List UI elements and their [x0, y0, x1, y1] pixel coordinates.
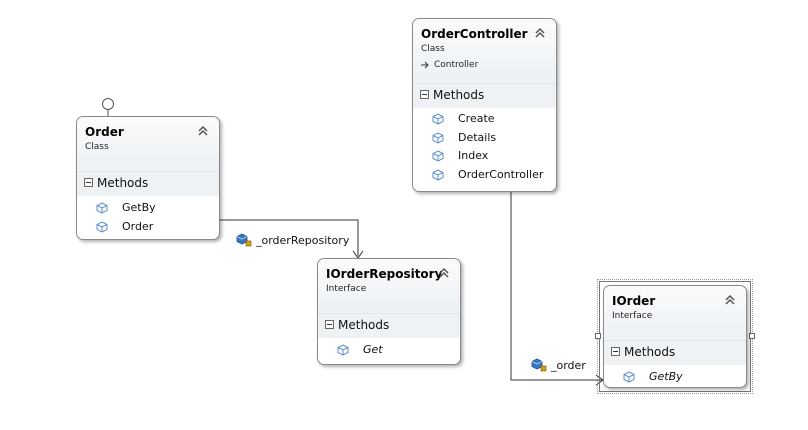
method-cube-icon	[623, 371, 635, 383]
base-class-name: Controller	[434, 60, 479, 70]
member-row[interactable]: Index	[413, 147, 556, 166]
association-label-text: _order	[551, 358, 586, 372]
member-name: GetBy	[649, 370, 683, 383]
inheritance-arrow-icon	[421, 61, 429, 69]
interface-iorderrepository-header: IOrderRepository Interface	[318, 259, 460, 314]
interface-iorderrepository-kind: Interface	[326, 284, 367, 294]
interface-iorder[interactable]: IOrder Interface Methods GetBy	[603, 285, 747, 388]
member-name: Details	[458, 130, 497, 144]
association-order-line[interactable]	[510, 192, 602, 381]
member-name: Order	[122, 219, 154, 233]
methods-compartment-header[interactable]: Methods	[604, 341, 746, 365]
methods-compartment-header[interactable]: Methods	[318, 314, 460, 338]
collapse-chevron-icon[interactable]	[196, 124, 210, 138]
private-field-icon	[236, 233, 252, 247]
lollipop-interface-icon	[102, 98, 114, 110]
private-field-icon	[531, 358, 547, 372]
methods-compartment-header[interactable]: Methods	[413, 84, 556, 108]
member-row[interactable]: Get	[318, 341, 460, 360]
member-row[interactable]: Details	[413, 129, 556, 148]
interface-iorder-header: IOrder Interface	[604, 286, 746, 341]
member-name: OrderController	[458, 167, 544, 181]
method-cube-icon	[432, 150, 444, 162]
compartment-label: Methods	[338, 318, 390, 332]
class-order-kind: Class	[85, 142, 109, 152]
member-name: GetBy	[122, 201, 156, 214]
methods-compartment-header[interactable]: Methods	[77, 172, 219, 196]
method-cube-icon	[432, 131, 444, 144]
resize-handle-left[interactable]	[595, 333, 601, 339]
member-name: Create	[458, 112, 495, 125]
interface-iorderrepository[interactable]: IOrderRepository Interface Methods Get	[317, 258, 461, 365]
member-row[interactable]: GetBy	[77, 199, 219, 218]
association-label-orderrepository[interactable]: _orderRepository	[236, 233, 349, 247]
compartment-label: Methods	[624, 345, 676, 359]
compartment-label: Methods	[433, 88, 485, 102]
method-cube-icon	[432, 113, 444, 125]
class-order[interactable]: Order Class Methods GetBy	[76, 116, 220, 240]
member-name: Index	[458, 149, 489, 162]
collapse-chevron-icon[interactable]	[437, 266, 451, 280]
collapse-minus-icon[interactable]	[420, 90, 429, 99]
interface-iorderrepository-name: IOrderRepository	[326, 267, 443, 281]
association-label-text: _orderRepository	[256, 233, 350, 247]
class-order-header: Order Class	[77, 117, 219, 172]
class-order-name: Order	[85, 125, 124, 139]
class-ordercontroller[interactable]: OrderController Class Controller Methods	[412, 18, 557, 192]
method-cube-icon	[96, 220, 108, 233]
method-cube-icon	[337, 344, 349, 356]
member-row[interactable]: GetBy	[604, 368, 746, 387]
member-row[interactable]: Order	[77, 218, 219, 237]
class-ordercontroller-name: OrderController	[421, 27, 528, 41]
compartment-label: Methods	[97, 176, 149, 190]
method-cube-icon	[432, 168, 444, 181]
class-ordercontroller-header: OrderController Class Controller	[413, 19, 556, 84]
resize-handle-right[interactable]	[749, 333, 755, 339]
collapse-minus-icon[interactable]	[325, 320, 334, 329]
member-name: Get	[363, 343, 383, 356]
collapse-chevron-icon[interactable]	[533, 26, 547, 40]
collapse-minus-icon[interactable]	[611, 347, 620, 356]
member-row[interactable]: Create	[413, 110, 556, 129]
member-row[interactable]: OrderController	[413, 166, 556, 185]
interface-iorder-kind: Interface	[612, 311, 653, 321]
collapse-minus-icon[interactable]	[84, 178, 93, 187]
method-cube-icon	[96, 202, 108, 214]
collapse-chevron-icon[interactable]	[723, 293, 737, 307]
base-class: Controller	[421, 60, 478, 70]
class-ordercontroller-kind: Class	[421, 44, 445, 54]
association-order-repository-arrowhead	[352, 250, 364, 259]
association-label-order[interactable]: _order	[531, 358, 586, 372]
interface-iorder-name: IOrder	[612, 294, 656, 308]
